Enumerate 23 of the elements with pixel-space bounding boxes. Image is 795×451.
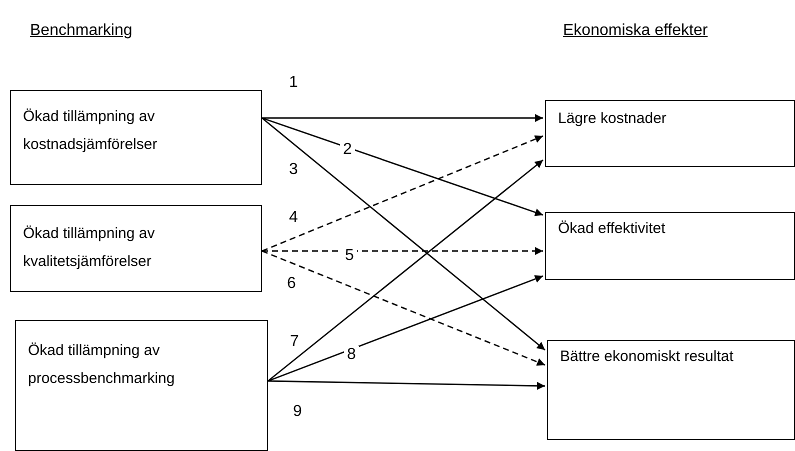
- arrow: [262, 114, 543, 122]
- process-box: [10, 90, 262, 185]
- process-box: [10, 205, 262, 292]
- box-label: Ökad tillämpning av kvalitetsjämförelser: [23, 224, 156, 272]
- box-label: Lägre kostnader: [558, 109, 668, 129]
- column-heading: Ekonomiska effekter: [563, 22, 708, 40]
- column-heading: Benchmarking: [30, 22, 132, 40]
- box-label: Ökad effektivitet: [558, 219, 666, 239]
- arrow: [262, 117, 544, 216]
- arrow: [268, 380, 546, 390]
- dashed-arrow: [262, 135, 544, 252]
- process-box: [545, 100, 795, 167]
- box-label: Bättre ekonomiskt resultat: [560, 347, 734, 367]
- dashed-arrow: [262, 250, 546, 366]
- arrow: [268, 159, 544, 382]
- process-box: [15, 320, 268, 451]
- box-label: Ökad tillämpning av kostnadsjämförelser: [23, 107, 158, 155]
- arrow: [268, 275, 544, 382]
- arrow: [262, 117, 546, 351]
- process-box: [545, 212, 795, 280]
- dashed-arrow: [262, 247, 543, 255]
- process-box: [547, 340, 795, 440]
- box-label: Ökad tillämpning av processbenchmarking: [28, 341, 176, 389]
